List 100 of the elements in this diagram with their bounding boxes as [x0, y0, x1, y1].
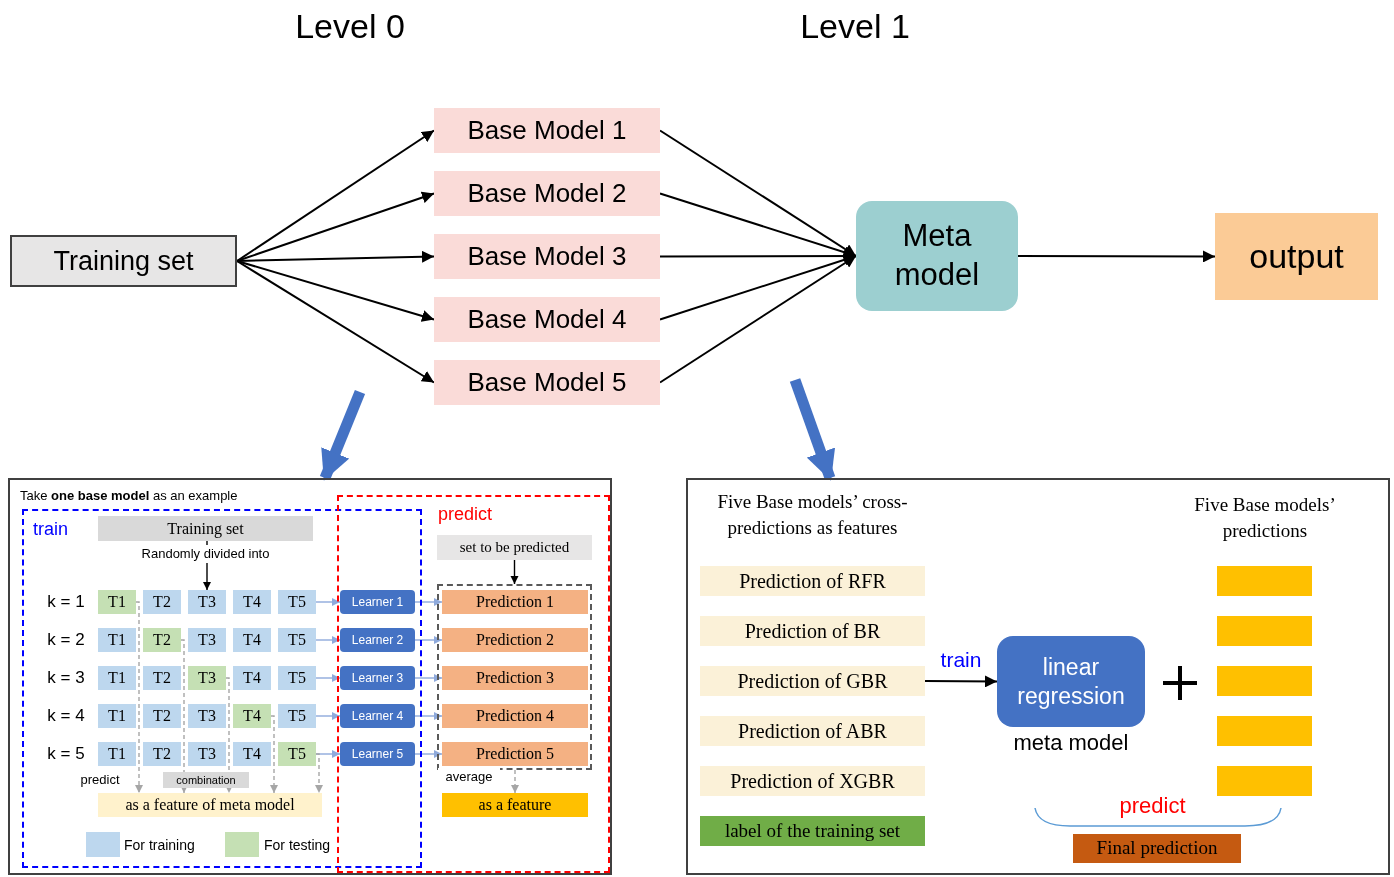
fold-cell: T4: [233, 742, 271, 766]
feature-box: Prediction of ABR: [700, 716, 925, 746]
arrow: [414, 635, 443, 645]
fold-cell: T1: [98, 704, 136, 728]
learner-box: Learner 1: [340, 590, 415, 614]
fold-cell: T4: [233, 666, 271, 690]
row-label: k = 5: [46, 743, 86, 766]
panel: [686, 478, 1390, 875]
model-box: Base Model 5: [434, 360, 660, 405]
fold-cell: T3: [188, 742, 226, 766]
prediction-box: Prediction 4: [442, 704, 588, 728]
heading: Five Base models’ cross-predictions as features: [716, 490, 909, 540]
training-set-box: Training set: [10, 235, 237, 287]
learner-box: Learner 5: [340, 742, 415, 766]
fold-cell: T4: [233, 590, 271, 614]
row-label: k = 4: [46, 705, 86, 728]
final-prediction-box: Final prediction: [1073, 834, 1241, 863]
block-arrow: [319, 389, 366, 481]
feature-box: Prediction of BR: [700, 616, 925, 646]
feature-box: Prediction of GBR: [700, 666, 925, 696]
arrow: [236, 260, 435, 384]
arrow: [236, 129, 435, 262]
prediction-bar: [1217, 766, 1312, 796]
learner-box: Learner 4: [340, 704, 415, 728]
arrow: [224, 677, 234, 794]
model-box: Base Model 2: [434, 171, 660, 216]
fold-cell: T1: [98, 590, 136, 614]
feature-box: Prediction of RFR: [700, 566, 925, 596]
prediction-box: Prediction 5: [442, 742, 588, 766]
arrow: [414, 711, 443, 721]
block-arrow: [789, 378, 836, 481]
prediction-box: Prediction 2: [442, 628, 588, 652]
model-box: Base Model 1: [434, 108, 660, 153]
arrow: [1017, 250, 1216, 263]
arrow: [315, 711, 341, 721]
fold-cell: T5: [278, 742, 316, 766]
meta-model-box: Meta model: [856, 201, 1018, 311]
fold-cell: T1: [98, 628, 136, 652]
feature-box: as a feature: [442, 793, 588, 817]
region-title: train: [33, 518, 68, 541]
level-label: Level 1: [799, 5, 911, 47]
fold-cell: T1: [98, 742, 136, 766]
prediction-group: [437, 584, 592, 770]
annotation: predict: [1118, 791, 1187, 820]
fold-cell: T5: [278, 590, 316, 614]
fold-cell: T3: [188, 590, 226, 614]
fold-cell: T4: [233, 628, 271, 652]
learner-box: Learner 3: [340, 666, 415, 690]
edge-label: average: [438, 768, 500, 786]
prediction-bar: [1217, 616, 1312, 646]
model-box: Base Model 3: [434, 234, 660, 279]
row-label: k = 1: [46, 591, 86, 614]
arrow: [315, 597, 341, 607]
fold-cell: T2: [143, 590, 181, 614]
prediction-bar: [1217, 666, 1312, 696]
level-label: Level 0: [294, 5, 406, 47]
fold-cell: T3: [188, 666, 226, 690]
fold-cell: T4: [233, 704, 271, 728]
input-box: set to be predicted: [437, 535, 592, 560]
node-label: meta model: [1012, 729, 1130, 757]
region-title: Take one base model as an example: [20, 487, 238, 505]
prediction-bar: [1217, 716, 1312, 746]
row-label: k = 3: [46, 667, 86, 690]
fold-cell: T2: [143, 742, 181, 766]
feature-box: as a feature of meta model: [98, 793, 322, 817]
fold-cell: T2: [143, 704, 181, 728]
output-box: output: [1215, 213, 1378, 300]
prediction-box: Prediction 1: [442, 590, 588, 614]
fold-cell: T3: [188, 628, 226, 652]
fold-cell: T1: [98, 666, 136, 690]
annotation: combination: [163, 772, 249, 788]
arrow: [414, 597, 443, 607]
arrow: [414, 673, 443, 683]
fold-cell: T5: [278, 704, 316, 728]
arrow: [134, 601, 144, 794]
arrow: [179, 639, 189, 794]
arrow: [510, 559, 519, 585]
arrow: [314, 753, 324, 794]
arrow: [315, 635, 341, 645]
prediction-box: Prediction 3: [442, 666, 588, 690]
arrow: [659, 255, 857, 384]
annotation: predict: [79, 771, 121, 789]
arrow: [924, 675, 998, 688]
model-box: Base Model 4: [434, 297, 660, 342]
training-set-box: Training set: [98, 516, 313, 541]
fold-cell: T2: [143, 628, 181, 652]
fold-cell: T3: [188, 704, 226, 728]
label-box: label of the training set: [700, 816, 925, 846]
prediction-bar: [1217, 566, 1312, 596]
region-title: predict: [438, 503, 493, 526]
learner-box: Learner 2: [340, 628, 415, 652]
feature-box: Prediction of XGBR: [700, 766, 925, 796]
arrow: [510, 769, 520, 794]
fold-cell: T5: [278, 666, 316, 690]
arrow: [269, 715, 279, 794]
meta-model-box: linear regression: [997, 636, 1145, 727]
fold-cell: T2: [143, 666, 181, 690]
heading: Five Base models’ predictions: [1193, 493, 1337, 543]
fold-cell: T5: [278, 628, 316, 652]
arrow: [414, 749, 443, 759]
